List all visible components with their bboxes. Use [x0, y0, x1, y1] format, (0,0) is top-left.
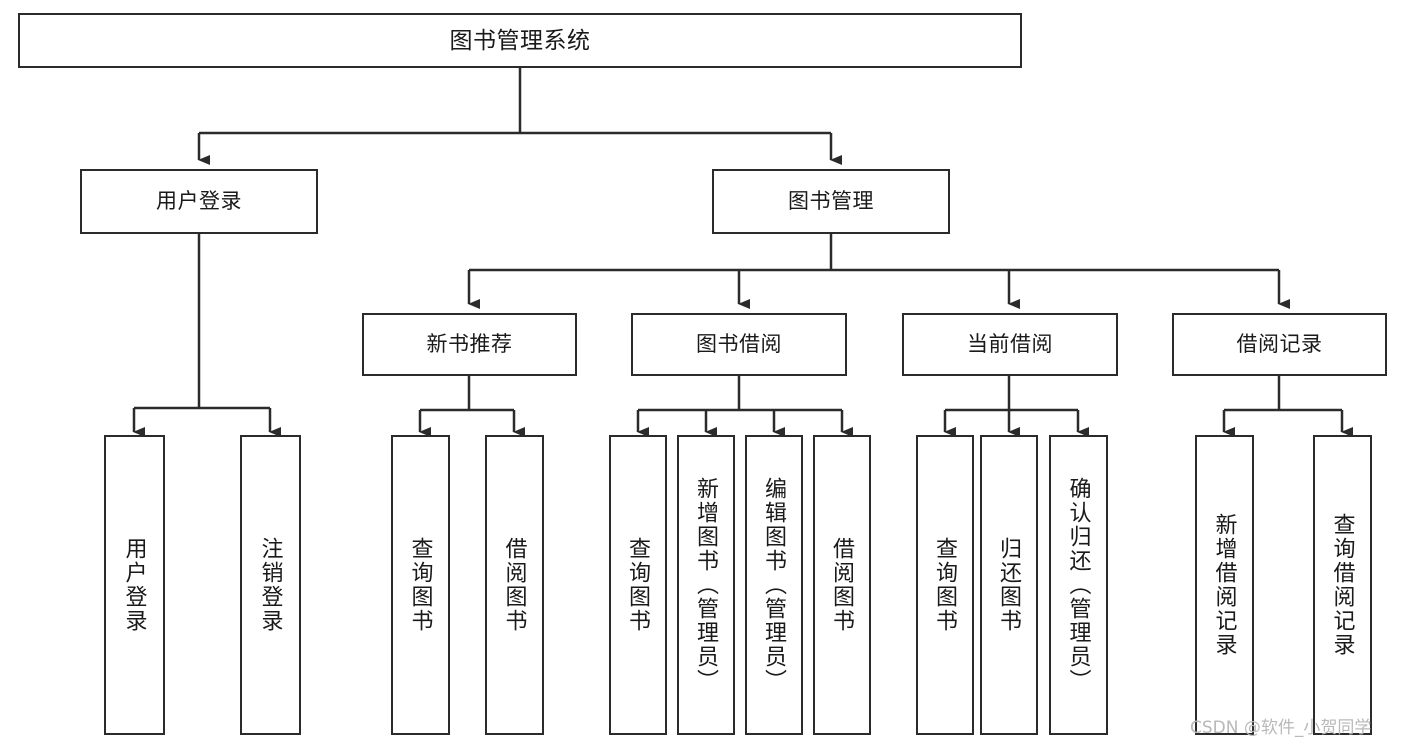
leaf-logout[interactable]: 注销登录 — [240, 435, 301, 735]
node-book-management-system[interactable]: 图书管理系统 — [18, 13, 1022, 68]
node-new-book-recommend[interactable]: 新书推荐 — [362, 313, 577, 376]
node-label: 注销登录 — [258, 537, 284, 633]
node-label: 图书管理系统 — [449, 26, 591, 53]
leaf-borrow-book[interactable]: 借阅图书 — [813, 435, 871, 735]
node-label: 当前借阅 — [967, 332, 1053, 356]
node-label: 图书管理 — [788, 189, 874, 213]
leaf-borrow-book-recommend[interactable]: 借阅图书 — [485, 435, 544, 735]
node-label: 新书推荐 — [426, 332, 513, 356]
node-label: 确认归还（管理员） — [1066, 477, 1092, 693]
leaf-query-borrow-record[interactable]: 查询借阅记录 — [1313, 435, 1372, 735]
node-borrow-record[interactable]: 借阅记录 — [1172, 313, 1387, 376]
node-label: 借阅图书 — [502, 537, 528, 633]
leaf-query-book-borrow[interactable]: 查询图书 — [609, 435, 667, 735]
leaf-query-book-recommend[interactable]: 查询图书 — [391, 435, 450, 735]
node-label: 新增借阅记录 — [1212, 513, 1238, 657]
leaf-add-borrow-record[interactable]: 新增借阅记录 — [1195, 435, 1254, 735]
node-label: 用户登录 — [122, 537, 148, 633]
leaf-edit-book-admin[interactable]: 编辑图书（管理员） — [745, 435, 803, 735]
leaf-confirm-return-admin[interactable]: 确认归还（管理员） — [1049, 435, 1108, 735]
node-label: 编辑图书（管理员） — [762, 477, 787, 693]
leaf-return-book[interactable]: 归还图书 — [980, 435, 1038, 735]
node-current-borrow[interactable]: 当前借阅 — [902, 313, 1118, 376]
node-label: 查询图书 — [933, 537, 958, 633]
node-label: 查询借阅记录 — [1330, 513, 1356, 657]
node-label: 图书借阅 — [696, 332, 782, 356]
node-label: 归还图书 — [997, 537, 1022, 633]
node-label: 查询图书 — [408, 537, 434, 633]
node-book-borrow[interactable]: 图书借阅 — [631, 313, 847, 376]
node-label: 新增图书（管理员） — [694, 477, 719, 693]
node-label: 用户登录 — [156, 189, 242, 213]
node-label: 借阅图书 — [830, 537, 855, 633]
leaf-user-login[interactable]: 用户登录 — [104, 435, 165, 735]
node-label: 借阅记录 — [1236, 332, 1323, 356]
leaf-add-book-admin[interactable]: 新增图书（管理员） — [677, 435, 735, 735]
node-user-login[interactable]: 用户登录 — [80, 169, 318, 234]
node-label: 查询图书 — [626, 537, 651, 633]
leaf-query-book-current[interactable]: 查询图书 — [916, 435, 974, 735]
node-book-management[interactable]: 图书管理 — [712, 169, 950, 234]
watermark-text: CSDN @软件_小贺同学 — [1190, 718, 1372, 738]
